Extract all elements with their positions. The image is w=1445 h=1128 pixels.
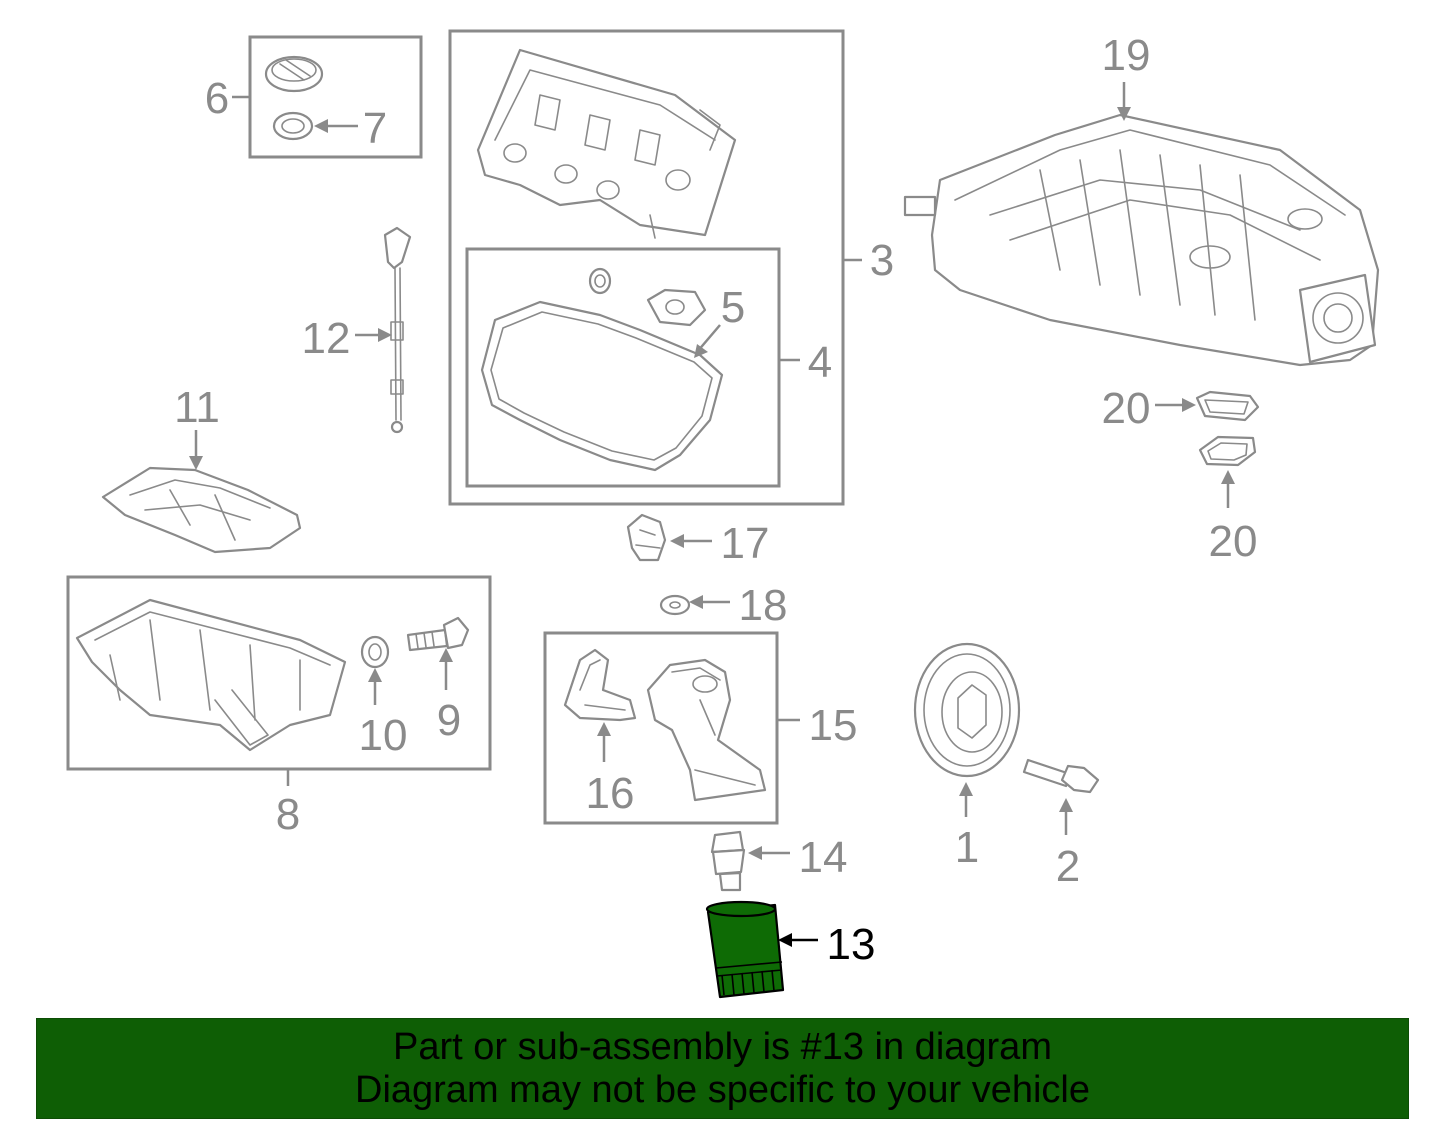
callout-18: 18 <box>739 581 788 630</box>
callout-1: 1 <box>955 823 979 872</box>
oil-filler-cap-part <box>264 55 324 93</box>
callout-11: 11 <box>174 383 220 432</box>
oil-strainer-part <box>646 658 767 802</box>
drain-plug-washer-part <box>360 635 390 669</box>
callout-14: 14 <box>799 833 848 882</box>
oil-pressure-switch-part <box>626 513 667 562</box>
callout-19: 19 <box>1102 31 1151 80</box>
banner-line-part-number: Part or sub-assembly is #13 in diagram <box>393 1025 1052 1068</box>
callout-6: 6 <box>205 74 229 123</box>
callout-13: 13 <box>827 920 876 969</box>
oil-dipstick-part <box>383 226 412 434</box>
callout-15: 15 <box>809 701 858 750</box>
strainer-gasket-part <box>563 648 637 722</box>
oil-pan-part <box>75 598 347 752</box>
callout-4: 4 <box>808 338 832 387</box>
group-box-8 <box>66 575 492 771</box>
oil-filter-part <box>705 900 785 999</box>
spark-plug-seal-part <box>588 267 612 295</box>
part-info-banner: Part or sub-assembly is #13 in diagram D… <box>36 1018 1409 1119</box>
callout-2: 2 <box>1056 842 1080 891</box>
callout-leaders <box>189 82 1235 947</box>
intake-gasket-lower-part <box>1198 435 1257 467</box>
exploded-parts-diagram: 6 7 3 5 4 12 11 19 20 20 17 18 8 10 9 15… <box>66 29 1380 999</box>
callout-9: 9 <box>437 696 461 745</box>
valve-cover-gasket-part <box>480 300 724 472</box>
group-box-15 <box>543 631 779 825</box>
crankshaft-pulley-part <box>913 642 1021 778</box>
callout-5: 5 <box>721 283 745 332</box>
oil-baffle-plate-part <box>101 466 302 554</box>
group-box-4 <box>465 247 781 488</box>
callout-3: 3 <box>870 236 894 285</box>
callout-16: 16 <box>586 769 635 818</box>
banner-line-disclaimer: Diagram may not be specific to your vehi… <box>355 1068 1090 1111</box>
callout-7: 7 <box>363 104 387 153</box>
cap-seal-part <box>272 111 314 141</box>
sealing-washer-part <box>659 594 691 616</box>
callout-8: 8 <box>276 790 300 839</box>
pulley-bolt-part <box>1022 758 1100 794</box>
callout-10: 10 <box>359 711 408 760</box>
callout-17: 17 <box>721 519 770 568</box>
breather-seal-part <box>646 288 707 327</box>
callout-20-upper: 20 <box>1102 384 1151 433</box>
group-box-6-7 <box>248 35 423 159</box>
callout-labels: 6 7 3 5 4 12 11 19 20 20 17 18 8 10 9 15… <box>174 31 1257 969</box>
valve-cover-part <box>476 48 737 239</box>
intake-manifold-part <box>903 113 1380 367</box>
callout-12: 12 <box>302 314 351 363</box>
drain-bolt-part <box>406 616 470 652</box>
filter-adapter-bolt-part <box>710 830 746 892</box>
callout-20-lower: 20 <box>1209 517 1258 566</box>
intake-gasket-upper-part <box>1195 390 1260 422</box>
group-box-3 <box>448 29 845 506</box>
